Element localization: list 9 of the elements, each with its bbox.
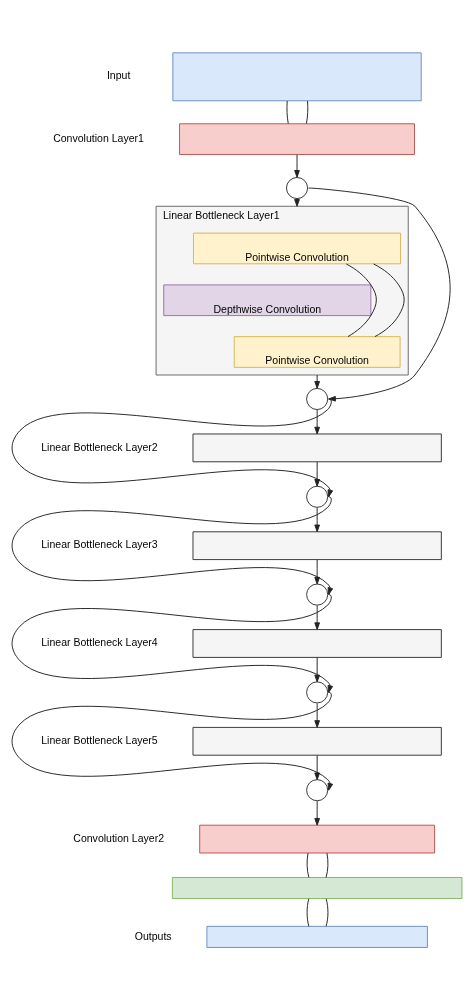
node-label: Linear Bottleneck Layer4 (41, 636, 158, 649)
node-label: Linear Bottleneck Layer5 (41, 733, 158, 746)
node-label: Linear Bottleneck Layer2 (41, 440, 158, 453)
node-label: Outputs (134, 929, 172, 942)
node-label: Input (106, 69, 131, 82)
node-label: Convolution Layer2 (73, 831, 165, 844)
node-label: Linear Bottleneck Layer3 (41, 538, 158, 551)
node-label: Linear Bottleneck Layer1 (163, 208, 280, 221)
node-label: Convolution Layer1 (53, 131, 144, 144)
